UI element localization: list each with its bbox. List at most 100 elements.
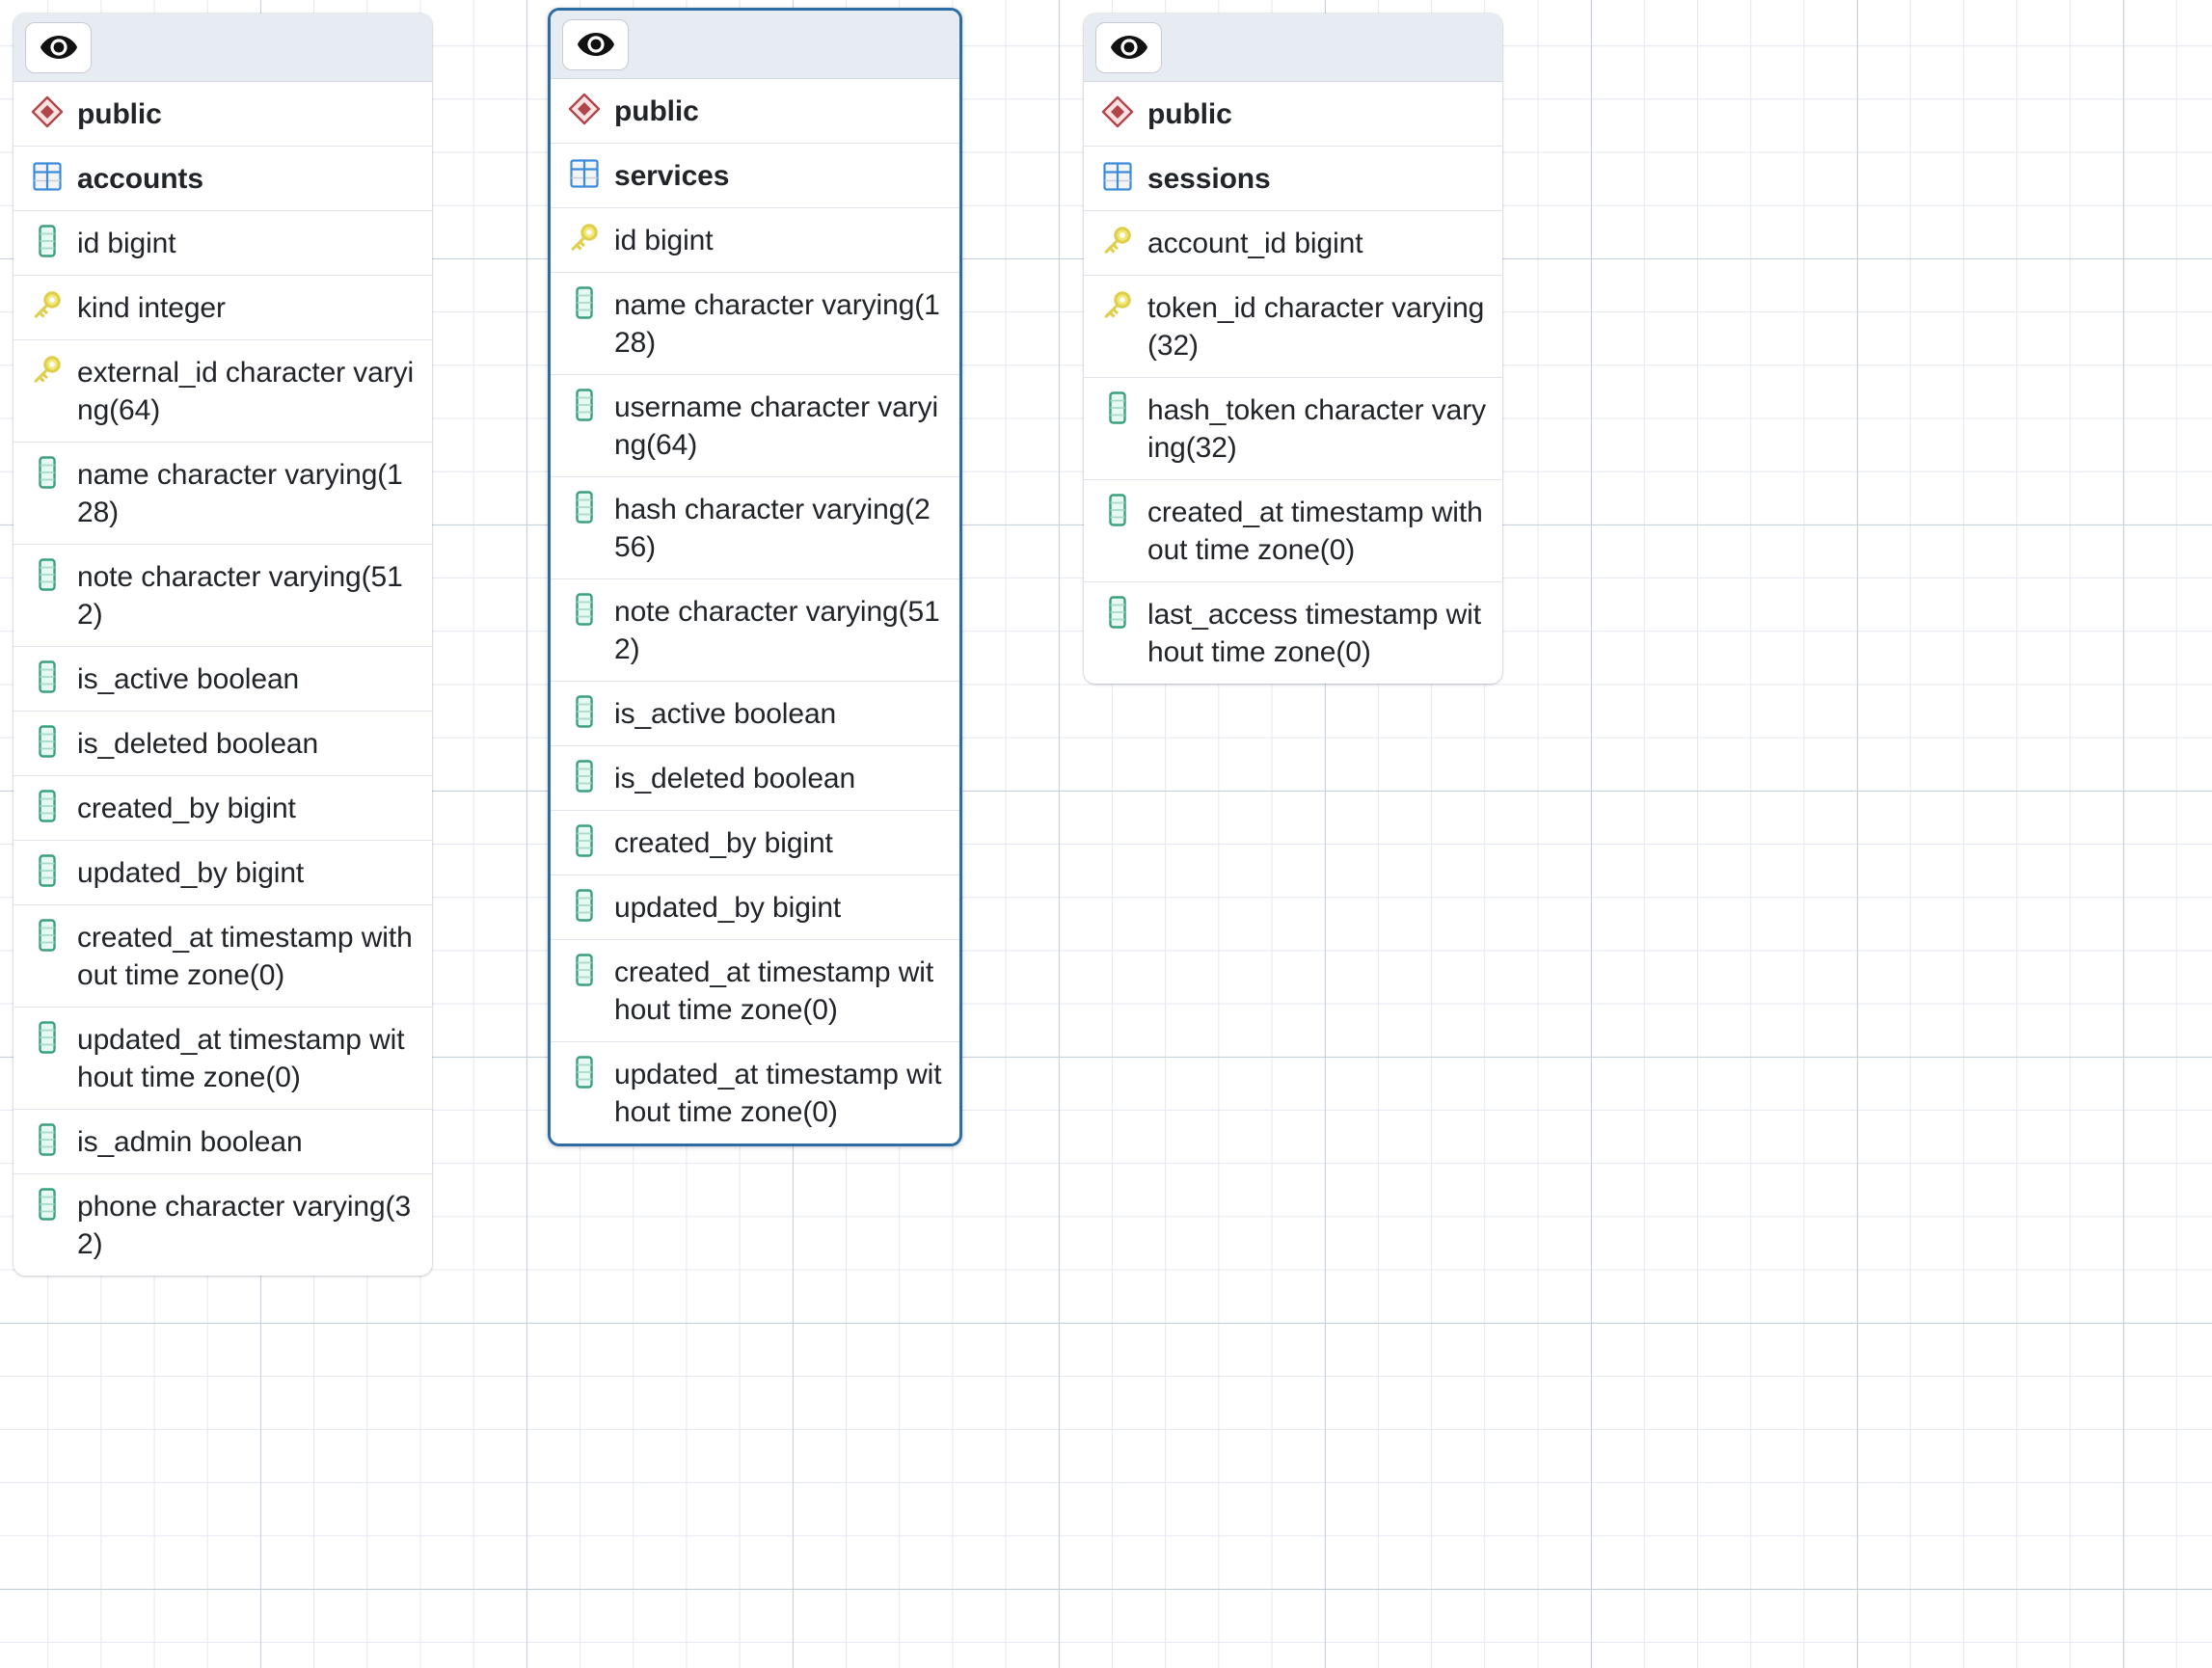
- column-icon: [31, 789, 64, 823]
- table-card-header-accounts: [13, 13, 432, 82]
- column-icon: [568, 888, 601, 923]
- column-icon: [568, 759, 601, 794]
- key-icon: [34, 291, 61, 318]
- column-icon: [39, 660, 56, 693]
- column-row[interactable]: note character varying(512): [13, 545, 432, 647]
- column-icon: [39, 225, 56, 257]
- table-grid-icon: [1101, 159, 1134, 194]
- column-icon: [31, 659, 64, 694]
- column-icon: [576, 824, 593, 857]
- column-icon: [39, 1188, 56, 1221]
- key-icon: [1104, 227, 1131, 254]
- column-row[interactable]: note character varying(512): [551, 579, 959, 682]
- column-row[interactable]: username character varying(64): [551, 375, 959, 477]
- column-icon: [576, 889, 593, 922]
- column-row[interactable]: hash_token character varying(32): [1084, 378, 1502, 480]
- column-icon: [568, 592, 601, 627]
- key-icon: [1104, 291, 1131, 318]
- column-icon: [39, 854, 56, 887]
- column-row[interactable]: created_at timestamp without time zone(0…: [551, 940, 959, 1042]
- column-row[interactable]: updated_by bigint: [551, 875, 959, 940]
- column-icon: [39, 456, 56, 489]
- column-icon: [31, 557, 64, 592]
- schema-diamond-icon: [568, 93, 601, 125]
- table-card-accounts[interactable]: public accounts id bigint kind integer e…: [13, 13, 432, 1276]
- column-row[interactable]: phone character varying(32): [13, 1174, 432, 1276]
- visibility-toggle-button[interactable]: [25, 21, 92, 73]
- table-card-header-sessions: [1084, 13, 1502, 82]
- schema-diamond-icon: [31, 95, 64, 128]
- column-icon: [31, 918, 64, 953]
- column-row[interactable]: updated_at timestamp without time zone(0…: [551, 1042, 959, 1143]
- column-row[interactable]: is_active boolean: [13, 647, 432, 712]
- column-row[interactable]: name character varying(128): [551, 273, 959, 375]
- visibility-toggle-button[interactable]: [1095, 21, 1162, 73]
- schema-diamond-icon: [568, 92, 601, 126]
- schema-row[interactable]: public: [13, 82, 432, 147]
- column-row-label: id bigint: [614, 225, 714, 256]
- column-row[interactable]: kind integer: [13, 276, 432, 340]
- column-row-label: last_access timestamp without time zone(…: [1147, 599, 1481, 668]
- column-row[interactable]: id bigint: [13, 211, 432, 276]
- table-name-row-label: services: [614, 160, 730, 192]
- column-row-label: note character varying(512): [77, 561, 403, 631]
- column-row[interactable]: name character varying(128): [13, 443, 432, 545]
- column-row[interactable]: account_id bigint: [1084, 211, 1502, 276]
- column-row-label: is_active boolean: [614, 698, 837, 730]
- column-row-label: account_id bigint: [1147, 228, 1363, 259]
- column-icon: [568, 388, 601, 422]
- column-row[interactable]: is_deleted boolean: [13, 712, 432, 776]
- column-icon: [576, 593, 593, 626]
- column-icon: [568, 1055, 601, 1090]
- column-row[interactable]: created_by bigint: [551, 811, 959, 875]
- column-row-label: is_active boolean: [77, 663, 300, 695]
- column-icon: [39, 558, 56, 591]
- column-row-label: created_by bigint: [614, 827, 833, 859]
- column-row[interactable]: is_deleted boolean: [551, 746, 959, 811]
- eye-icon: [1110, 36, 1147, 59]
- schema-row[interactable]: public: [551, 79, 959, 144]
- column-row[interactable]: token_id character varying(32): [1084, 276, 1502, 378]
- column-row-label: is_deleted boolean: [77, 728, 319, 760]
- column-icon: [1109, 494, 1126, 526]
- table-card-services[interactable]: public services id bigint name character…: [548, 8, 962, 1146]
- key-icon: [1101, 224, 1134, 258]
- column-icon: [576, 954, 593, 986]
- column-row[interactable]: hash character varying(256): [551, 477, 959, 579]
- column-icon: [1101, 493, 1134, 527]
- column-row-label: is_deleted boolean: [614, 763, 856, 794]
- column-row[interactable]: updated_by bigint: [13, 841, 432, 905]
- column-row[interactable]: is_active boolean: [551, 682, 959, 746]
- column-row[interactable]: external_id character varying(64): [13, 340, 432, 443]
- column-icon: [39, 725, 56, 758]
- column-row[interactable]: updated_at timestamp without time zone(0…: [13, 1008, 432, 1110]
- schema-row[interactable]: public: [1084, 82, 1502, 147]
- column-icon: [1101, 390, 1134, 425]
- column-row-label: kind integer: [77, 292, 226, 324]
- key-icon: [1101, 288, 1134, 323]
- column-icon: [39, 1021, 56, 1054]
- table-card-sessions[interactable]: public sessions account_id bigint token_…: [1084, 13, 1502, 684]
- column-row[interactable]: created_by bigint: [13, 776, 432, 841]
- column-icon: [1109, 391, 1126, 424]
- table-grid-icon: [570, 159, 599, 188]
- column-row-label: name character varying(128): [77, 459, 403, 528]
- column-row-label: created_at timestamp without time zone(0…: [77, 922, 413, 991]
- column-row[interactable]: is_admin boolean: [13, 1110, 432, 1174]
- key-icon: [568, 221, 601, 256]
- column-row[interactable]: id bigint: [551, 208, 959, 273]
- column-icon: [31, 455, 64, 490]
- column-row[interactable]: created_at timestamp without time zone(0…: [13, 905, 432, 1008]
- column-icon: [31, 724, 64, 759]
- table-name-row[interactable]: sessions: [1084, 147, 1502, 211]
- column-row[interactable]: last_access timestamp without time zone(…: [1084, 582, 1502, 684]
- column-row-label: username character varying(64): [614, 391, 939, 461]
- visibility-toggle-button[interactable]: [562, 18, 629, 70]
- table-name-row[interactable]: accounts: [13, 147, 432, 211]
- column-icon: [1101, 595, 1134, 630]
- column-icon: [31, 224, 64, 258]
- table-name-row[interactable]: services: [551, 144, 959, 208]
- column-row-label: updated_at timestamp without time zone(0…: [614, 1059, 942, 1128]
- column-row[interactable]: created_at timestamp without time zone(0…: [1084, 480, 1502, 582]
- column-icon: [31, 853, 64, 888]
